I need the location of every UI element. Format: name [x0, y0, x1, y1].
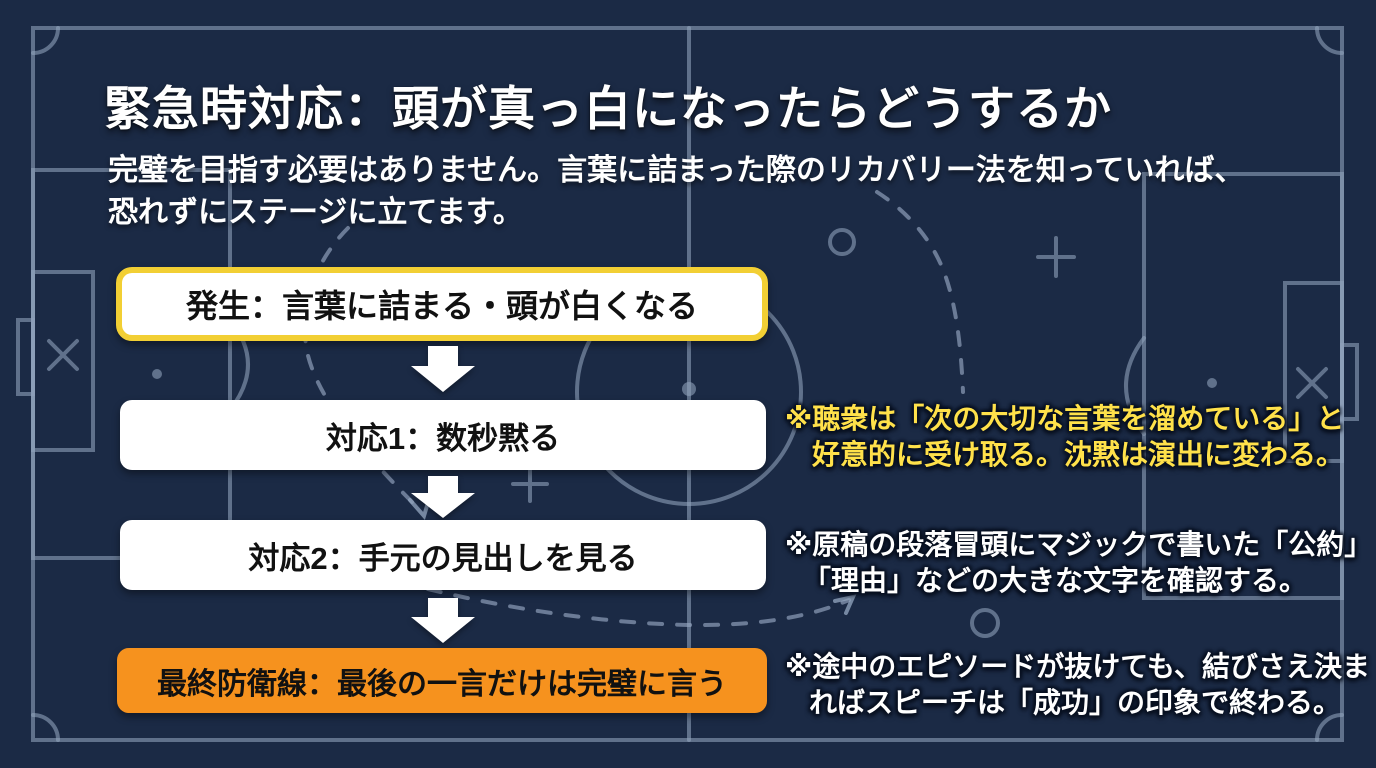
flow-step-trigger: 発生：言葉に詰まる・頭が白くなる [116, 267, 768, 341]
dashed-run-bottom [426, 587, 851, 628]
flow-down-arrow-1-icon [411, 346, 475, 392]
plus-marker-right-icon [1036, 236, 1076, 278]
x-marker-left-icon [47, 339, 79, 371]
subtitle-line-2: 恐れずにステージに立てます。 [108, 196, 523, 229]
left-goal-area [31, 270, 95, 452]
circle-marker-top-icon [828, 228, 856, 256]
annotation-silence-line2: 好意的に受け取る。沈黙は演出に変わる。 [812, 439, 1345, 470]
flow-down-arrow-2-icon [411, 476, 475, 522]
annotation-silence-line1: ※聴衆は「次の大切な言葉を溜めている」と [785, 403, 1345, 434]
center-spot [682, 382, 696, 396]
flow-step-response2: 対応2：手元の見出しを見る [120, 520, 766, 590]
subtitle-line-1: 完璧を目指す必要はありません。言葉に詰まった際のリカバリー法を知っていれば、 [108, 154, 1245, 187]
flow-step-last-defense: 最終防衛線：最後の一言だけは完璧に言う [117, 648, 767, 713]
plus-marker-left-icon [511, 465, 549, 503]
right-penalty-arc [1124, 336, 1146, 436]
right-goal [1340, 343, 1359, 421]
flow-step-response1: 対応1：数秒黙る [120, 400, 766, 470]
annotation-headline-line1: ※原稿の段落冒頭にマジックで書いた「公約」 [785, 529, 1373, 560]
field-lines [16, 26, 1359, 742]
arrowhead-bottom-run-icon [833, 594, 857, 615]
flow-down-arrow-3-icon [411, 598, 475, 644]
flow-step-last-defense-label: 最終防衛線：最後の一言だけは完璧に言う [157, 667, 727, 701]
page-subtitle: 完璧を目指す必要はありません。言葉に詰まった際のリカバリー法を知っていれば、 恐… [108, 150, 1328, 234]
circle-marker-bottom-icon [970, 608, 1000, 638]
right-penalty-spot [1207, 378, 1217, 388]
flow-step-trigger-label: 発生：言葉に詰まる・頭が白くなる [185, 288, 698, 324]
corner-arc-bottom-right [1315, 713, 1344, 742]
corner-arc-bottom-left [31, 713, 60, 742]
flow-step-response2-label: 対応2：手元の見出しを見る [248, 540, 638, 576]
x-marker-right-icon [1296, 367, 1328, 399]
annotation-silence: ※聴衆は「次の大切な言葉を溜めている」と 好意的に受け取る。沈黙は演出に変わる。 [785, 401, 1370, 473]
dashed-run-right [875, 190, 965, 394]
left-penalty-spot [152, 369, 162, 379]
annotation-headline: ※原稿の段落冒頭にマジックで書いた「公約」 「理由」などの大きな文字を確認する。 [785, 527, 1373, 599]
annotation-closing-line1: ※途中のエピソードが抜けても、結びさえ決ま [785, 651, 1370, 682]
annotation-closing-line2: ればスピーチは「成功」の印象で終わる。 [809, 687, 1342, 718]
left-goal [16, 318, 35, 396]
tactic-dashed-paths [302, 190, 965, 628]
annotation-headline-line2: 「理由」などの大きな文字を確認する。 [803, 565, 1308, 596]
corner-arc-top-right [1315, 26, 1344, 55]
annotation-closing: ※途中のエピソードが抜けても、結びさえ決ま ればスピーチは「成功」の印象で終わる… [785, 649, 1370, 721]
corner-arc-top-left [31, 26, 60, 55]
page-title: 緊急時対応：頭が真っ白になったらどうするか [104, 82, 1112, 135]
flow-step-response1-label: 対応1：数秒黙る [325, 420, 561, 456]
